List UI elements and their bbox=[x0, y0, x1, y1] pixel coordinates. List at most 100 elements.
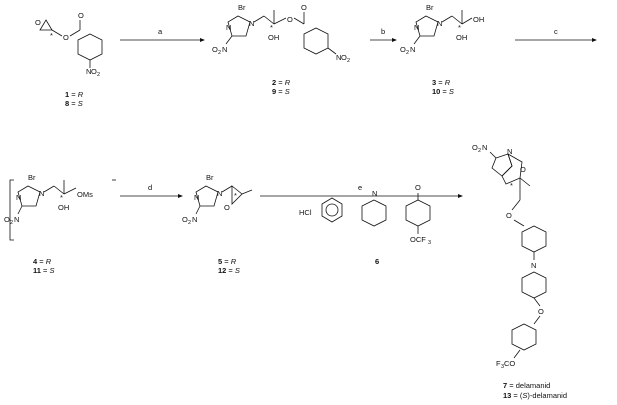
svg-text:N: N bbox=[482, 143, 487, 152]
svg-text:O: O bbox=[520, 165, 526, 174]
svg-text:OMs: OMs bbox=[77, 190, 93, 199]
svg-text:O: O bbox=[287, 15, 293, 24]
svg-text:N: N bbox=[507, 147, 512, 156]
compound-5-structure: Br N N O 2 N O * bbox=[182, 173, 253, 226]
svg-text:OH: OH bbox=[456, 33, 467, 42]
svg-text:*: * bbox=[270, 23, 273, 32]
svg-text:2: 2 bbox=[347, 58, 350, 64]
svg-text:O: O bbox=[182, 215, 188, 224]
caption-compound-2-9: 2 = R 9 = S bbox=[272, 78, 291, 96]
svg-text:N: N bbox=[410, 45, 415, 54]
svg-text:6: 6 bbox=[375, 257, 379, 266]
svg-text:N: N bbox=[249, 19, 254, 28]
svg-text:*: * bbox=[458, 23, 461, 32]
svg-text:N: N bbox=[16, 193, 21, 202]
caption-compound-3-10: 3 = R 10 = S bbox=[432, 78, 454, 96]
svg-text:N: N bbox=[437, 19, 442, 28]
step-label-d: d bbox=[148, 183, 152, 192]
svg-text:OH: OH bbox=[473, 15, 484, 24]
svg-text:N: N bbox=[222, 45, 227, 54]
svg-text:N: N bbox=[194, 193, 199, 202]
svg-text:N: N bbox=[14, 215, 19, 224]
svg-text:Br: Br bbox=[206, 173, 214, 182]
caption-reagent-6: 6 bbox=[375, 257, 379, 266]
svg-text:N: N bbox=[531, 261, 536, 270]
svg-text:12 = S: 12 = S bbox=[218, 266, 240, 275]
svg-text:N: N bbox=[414, 23, 419, 32]
step-label-a: a bbox=[158, 27, 163, 36]
svg-text:2 = R: 2 = R bbox=[272, 78, 291, 87]
svg-text:8 = S: 8 = S bbox=[65, 99, 83, 108]
svg-text:O: O bbox=[415, 183, 421, 192]
svg-text:*: * bbox=[510, 181, 513, 190]
step-label-c: c bbox=[554, 27, 558, 36]
caption-final-product: 7 = delamanid 13 = (S)-delamanid bbox=[503, 381, 567, 400]
svg-text:N: N bbox=[39, 189, 44, 198]
svg-text:O: O bbox=[301, 3, 307, 12]
svg-text:3 = R: 3 = R bbox=[432, 78, 451, 87]
svg-text:O: O bbox=[506, 211, 512, 220]
svg-text:10 = S: 10 = S bbox=[432, 87, 454, 96]
caption-compound-1-8: 1 = R 8 = S bbox=[65, 90, 84, 108]
svg-text:3: 3 bbox=[501, 364, 504, 370]
svg-text:OH: OH bbox=[58, 203, 69, 212]
svg-text:N: N bbox=[336, 53, 341, 62]
carbonyl-o: O bbox=[78, 11, 84, 20]
svg-text:N: N bbox=[86, 67, 91, 76]
svg-text:3: 3 bbox=[428, 240, 431, 246]
step-label-e: e bbox=[358, 183, 362, 192]
svg-text:O: O bbox=[91, 67, 97, 76]
svg-text:OCF: OCF bbox=[410, 235, 426, 244]
step-label-b: b bbox=[381, 27, 385, 36]
svg-text:*: * bbox=[234, 191, 237, 200]
svg-text:4 = R: 4 = R bbox=[33, 257, 52, 266]
svg-text:2: 2 bbox=[478, 148, 481, 154]
svg-text:1 = R: 1 = R bbox=[65, 90, 84, 99]
epoxide-o: O bbox=[35, 18, 41, 27]
svg-text:5 = R: 5 = R bbox=[218, 257, 237, 266]
svg-text:2: 2 bbox=[188, 220, 191, 226]
svg-text:9 = S: 9 = S bbox=[272, 87, 290, 96]
svg-text:Br: Br bbox=[238, 3, 246, 12]
svg-text:CO: CO bbox=[504, 359, 515, 368]
arrow-d: d bbox=[120, 183, 183, 198]
compound-2-structure: Br N N O 2 N OH * O O N O 2 bbox=[212, 3, 350, 64]
arrow-a: a bbox=[120, 27, 205, 42]
ester-o: O bbox=[63, 33, 69, 42]
svg-text:N: N bbox=[192, 215, 197, 224]
svg-text:O: O bbox=[472, 143, 478, 152]
svg-text:OH: OH bbox=[268, 33, 279, 42]
reagent-6-structures: HCl N O OCF 3 bbox=[299, 183, 431, 246]
svg-text:N: N bbox=[226, 23, 231, 32]
svg-text:2: 2 bbox=[10, 220, 13, 226]
svg-text:F: F bbox=[496, 359, 501, 368]
svg-text:13 = (S)-delamanid: 13 = (S)-delamanid bbox=[503, 391, 567, 400]
arrow-c: c bbox=[515, 27, 597, 42]
svg-text:*: * bbox=[60, 193, 63, 202]
compound-4-structure: Br N N O 2 N OH * OMs bbox=[4, 173, 116, 241]
svg-text:O: O bbox=[341, 53, 347, 62]
svg-text:7 = delamanid: 7 = delamanid bbox=[503, 381, 550, 390]
compound-1-structure: O * O O N O 2 bbox=[35, 11, 103, 78]
compound-3-structure: Br N N O 2 N OH * OH bbox=[400, 3, 484, 56]
svg-text:Br: Br bbox=[28, 173, 36, 182]
svg-text:11 = S: 11 = S bbox=[33, 266, 55, 275]
caption-compound-5-12: 5 = R 12 = S bbox=[218, 257, 240, 275]
svg-text:N: N bbox=[372, 189, 377, 198]
svg-text:O: O bbox=[538, 307, 544, 316]
svg-text:O: O bbox=[224, 203, 230, 212]
stereo-star: * bbox=[50, 31, 53, 40]
svg-text:O: O bbox=[4, 215, 10, 224]
svg-text:N: N bbox=[217, 189, 222, 198]
hcl-label: HCl bbox=[299, 208, 312, 217]
svg-text:2: 2 bbox=[97, 72, 100, 78]
svg-text:O: O bbox=[400, 45, 406, 54]
arrow-e: e bbox=[260, 183, 463, 198]
delamanid-structure: O 2 N N O * O N O F 3 CO bbox=[472, 143, 547, 370]
arrow-b: b bbox=[370, 27, 397, 42]
caption-compound-4-11: 4 = R 11 = S bbox=[33, 257, 55, 275]
svg-text:Br: Br bbox=[426, 3, 434, 12]
svg-text:2: 2 bbox=[218, 50, 221, 56]
svg-text:O: O bbox=[212, 45, 218, 54]
